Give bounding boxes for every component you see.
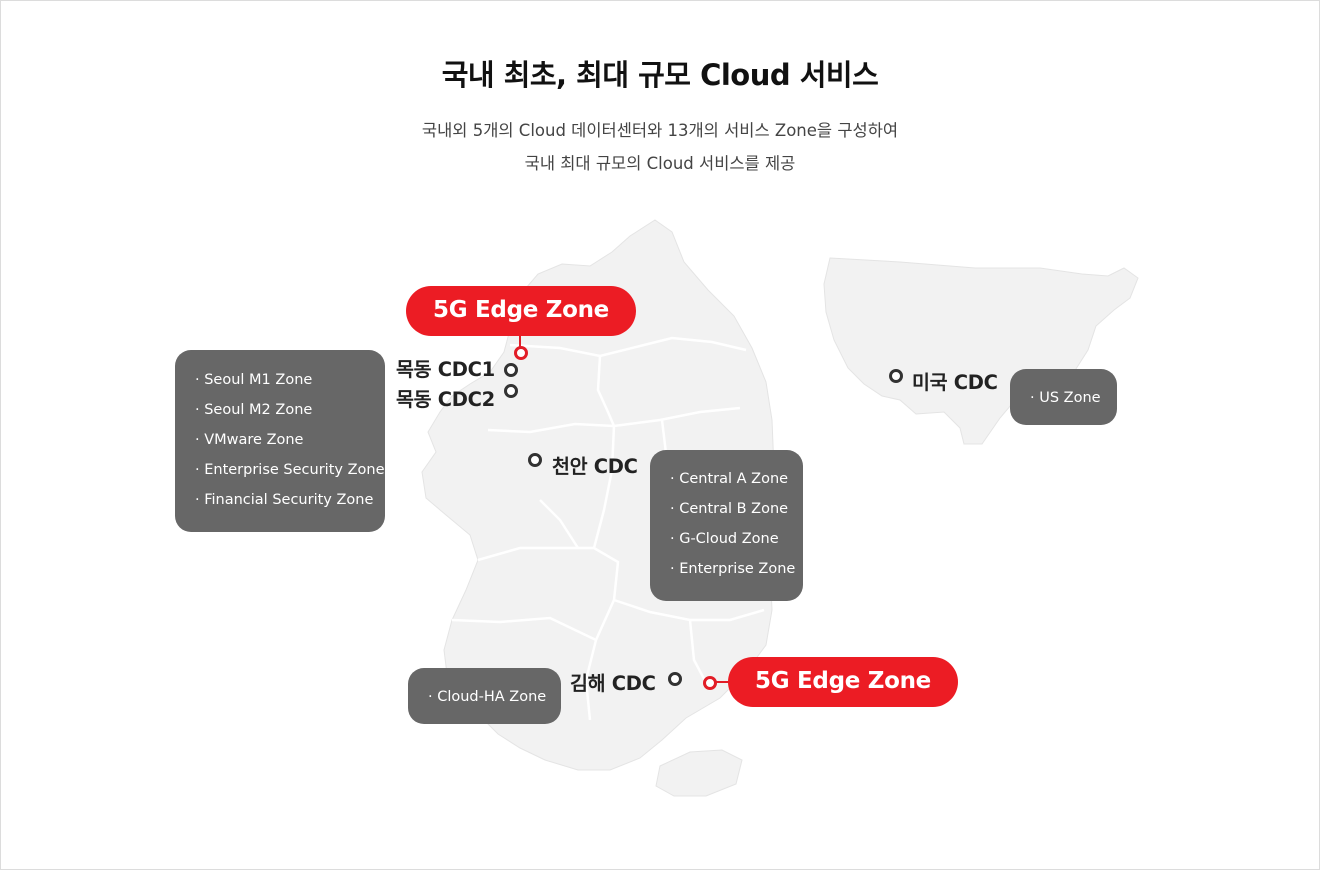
edge-zone-badge-gimhae: 5G Edge Zone [728,657,958,707]
gimhae-zones-box: · Cloud-HA Zone [408,668,561,724]
page-title: 국내 최초, 최대 규모 Cloud 서비스 [441,58,879,92]
us-cdc-marker [889,369,903,383]
zone-item: · Seoul M2 Zone [195,402,313,418]
cheonan-zones-box: · Central A Zone · Central B Zone · G-Cl… [650,450,803,601]
us-cdc-label: 미국 CDC [912,371,998,394]
zone-item: · Enterprise Security Zone [195,462,385,478]
edge-zone-badge-seoul: 5G Edge Zone [406,286,636,336]
zone-item: · Central A Zone [670,471,789,487]
mokdong-cdc1-marker [504,363,518,377]
zone-item: · G-Cloud Zone [670,531,779,547]
cheonan-cdc-marker [528,453,542,467]
edge-zone-marker-gimhae [703,676,717,690]
zone-item: · US Zone [1030,390,1101,406]
mokdong-cdc2-label: 목동 CDC2 [396,388,495,411]
zone-item: · Enterprise Zone [670,561,796,577]
subtitle-line-2: 국내 최대 규모의 Cloud 서비스를 제공 [524,154,796,173]
gimhae-cdc-marker [668,672,682,686]
cheonan-cdc-label: 천안 CDC [552,455,638,478]
zone-item: · Financial Security Zone [195,492,374,508]
zone-item: · Seoul M1 Zone [195,372,313,388]
zone-item: · Cloud-HA Zone [428,689,547,705]
mokdong-cdc2-marker [504,384,518,398]
zone-item: · VMware Zone [195,432,304,448]
mokdong-cdc1-label: 목동 CDC1 [396,358,495,381]
gimhae-cdc-label: 김해 CDC [570,672,656,695]
zone-item: · Central B Zone [670,501,789,517]
seoul-zones-box: · Seoul M1 Zone · Seoul M2 Zone · VMware… [175,350,385,532]
jeju-island [655,749,743,797]
subtitle-line-1: 국내외 5개의 Cloud 데이터센터와 13개의 서비스 Zone을 구성하여 [421,121,899,140]
edge-zone-marker-seoul [514,346,528,360]
us-zones-box: · US Zone [1010,369,1117,425]
